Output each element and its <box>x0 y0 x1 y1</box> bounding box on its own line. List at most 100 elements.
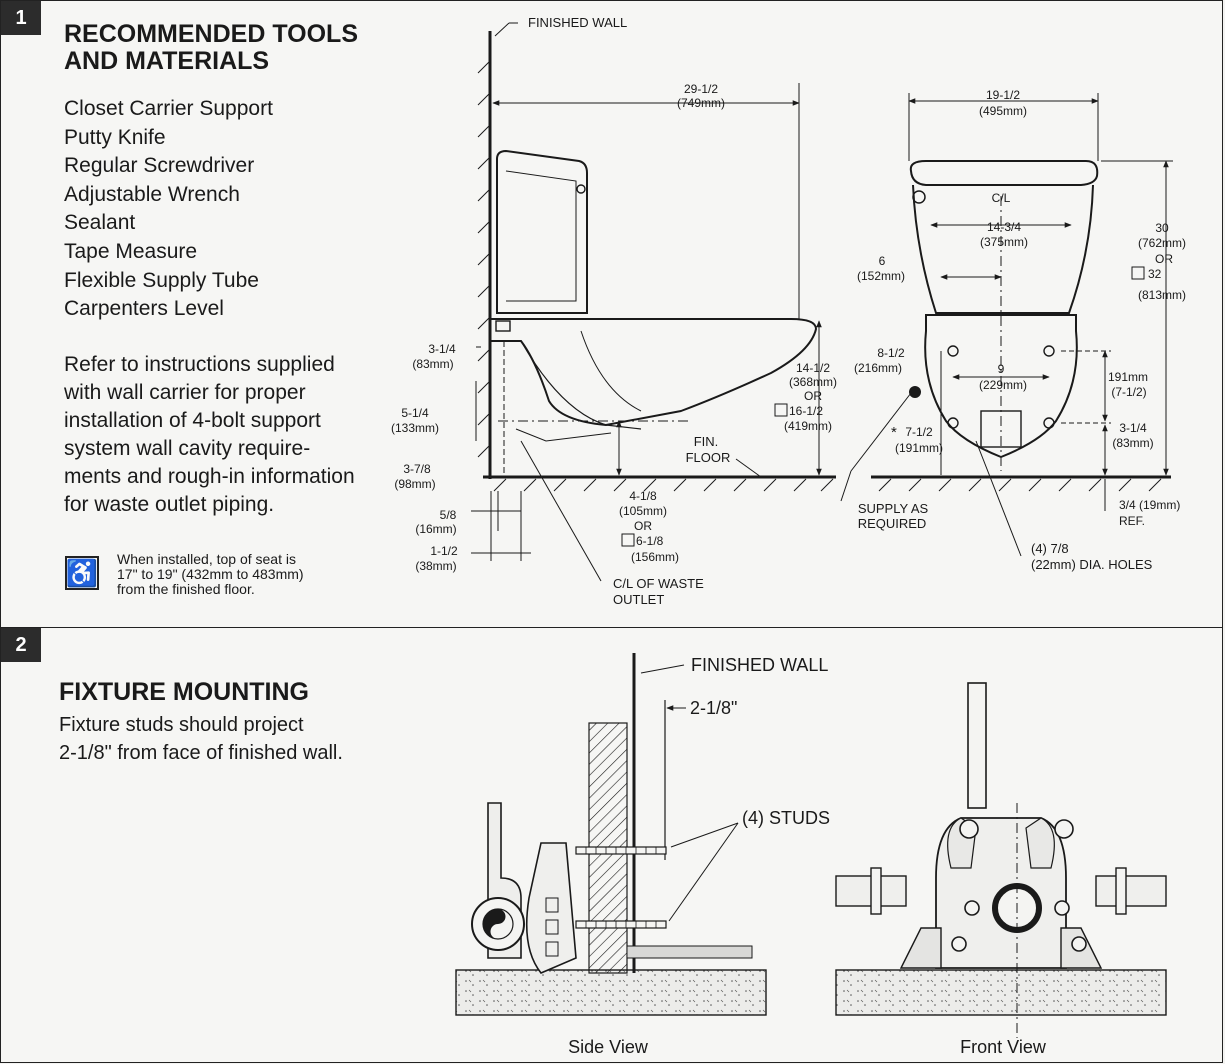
side-view-caption: Side View <box>568 1037 649 1057</box>
tool-item: Adjustable Wrench <box>64 182 240 206</box>
step-1-title-line1: RECOMMENDED TOOLS <box>64 20 358 48</box>
dim-e: 1-1/2 <box>430 544 458 558</box>
dim-seven-mm: (191mm) <box>895 441 943 455</box>
note-asterisk: * <box>891 424 897 441</box>
tools-list: Closet Carrier Support Putty Knife Regul… <box>64 95 273 324</box>
dim-height-ada: 32 <box>1148 267 1162 281</box>
dim-height-or: OR <box>1155 252 1173 266</box>
dim-holes-mm: (375mm) <box>980 235 1028 249</box>
wheelchair-icon <box>621 533 635 547</box>
dim-w-ada: 6-1/8 <box>636 534 664 548</box>
dim-191-in: (7-1/2) <box>1111 385 1146 399</box>
ref-label: REF. <box>1119 514 1145 528</box>
step-number-2: 2 <box>1 628 41 662</box>
fin-floor-label-1: FIN. <box>694 434 719 449</box>
dim-nine: 9 <box>998 362 1005 376</box>
dim-a: 3-1/4 <box>428 342 456 356</box>
front-view-caption: Front View <box>960 1037 1047 1057</box>
dim-ref: 3/4 (19mm) <box>1119 498 1180 512</box>
floor-slab-front <box>835 969 1167 1016</box>
stud-lower <box>575 920 667 929</box>
wheelchair-icon <box>1131 266 1145 280</box>
dim-height-ada-mm: (813mm) <box>1138 288 1186 302</box>
dim-h-ada: 16-1/2 <box>789 404 823 418</box>
wheelchair-icon <box>774 403 788 417</box>
ada-note-line: 17" to 19" (432mm to 483mm) <box>117 566 304 582</box>
step-number-1: 1 <box>1 1 41 35</box>
ada-note-line: When installed, top of seat is <box>117 551 296 567</box>
step-1-title-line2: AND MATERIALS <box>64 47 270 75</box>
tank-lid-front <box>909 160 1099 186</box>
step-1-title: RECOMMENDED TOOLS AND MATERIALS <box>64 21 358 75</box>
step-2-title: FIXTURE MOUNTING <box>59 678 309 706</box>
dim-c-mm: (98mm) <box>394 477 435 491</box>
dim-w: 4-1/8 <box>629 489 657 503</box>
finished-wall-label-2: FINISHED WALL <box>691 655 828 675</box>
dim-e-mm: (38mm) <box>415 559 456 573</box>
supply-label-1: SUPPLY AS <box>858 501 929 516</box>
dim-eight-mm: (216mm) <box>854 361 902 375</box>
tool-item: Flexible Supply Tube <box>64 268 259 292</box>
fixture-mounting-drawings: FINISHED WALL 2-1/8" (4) STUDS Side View… <box>455 653 1167 1057</box>
dim-nine-mm: (229mm) <box>979 378 1027 392</box>
floor-slab-side <box>455 969 767 1016</box>
dim-w-mm: (105mm) <box>619 504 667 518</box>
step-1-panel: 1 RECOMMENDED TOOLS AND MATERIALS Closet… <box>0 0 1223 628</box>
waste-outlet-label-1: C/L OF WASTE <box>613 576 704 591</box>
refer-line: for waste outlet piping. <box>64 493 275 516</box>
tool-item: Closet Carrier Support <box>64 97 273 120</box>
step-2-description: Fixture studs should project 2-1/8" from… <box>59 711 343 767</box>
holes-label-1: (4) 7/8 <box>1031 541 1069 556</box>
dim-six: 6 <box>879 254 886 268</box>
side-view-drawing <box>455 653 767 1016</box>
tank-front <box>912 184 1094 314</box>
wall-hatch <box>477 60 491 458</box>
dim-three-mm: (83mm) <box>1112 436 1153 450</box>
centerline-label: C/L <box>992 191 1011 205</box>
dim-b-mm: (133mm) <box>391 421 439 435</box>
dim-191: 191mm <box>1108 370 1148 384</box>
floor-hatch-side <box>493 478 834 492</box>
dim-height: 30 <box>1155 221 1169 235</box>
refer-line: installation of 4-bolt support <box>64 409 321 432</box>
desc-line: Fixture studs should project <box>59 714 304 736</box>
dim-d: 5/8 <box>440 508 457 522</box>
bowl-side <box>491 318 818 427</box>
dim-three: 3-1/4 <box>1119 421 1147 435</box>
tool-item: Tape Measure <box>64 239 198 263</box>
holes-label-2: (22mm) DIA. HOLES <box>1031 557 1153 572</box>
dim-depth-mm: (749mm) <box>677 96 725 110</box>
refer-line: Refer to instructions supplied <box>64 353 335 376</box>
dim-height-mm: (762mm) <box>1138 236 1186 250</box>
refer-line: ments and rough-in information <box>64 465 355 488</box>
ada-note-line: from the finished floor. <box>117 581 255 597</box>
tool-item: Carpenters Level <box>64 297 224 321</box>
waste-outlet-label-2: OUTLET <box>613 592 664 607</box>
dim-depth: 29-1/2 <box>684 82 718 96</box>
dim-a-mm: (83mm) <box>412 357 453 371</box>
dim-width-mm: (495mm) <box>979 104 1027 118</box>
supply-label-2: REQUIRED <box>858 516 927 531</box>
dim-w-ada-mm: (156mm) <box>631 550 679 564</box>
dim-holes: 14-3/4 <box>987 220 1021 234</box>
dim-seven: 7-1/2 <box>905 425 933 439</box>
wheelchair-icon: ♿ <box>65 556 99 590</box>
dim-w-or: OR <box>634 519 652 533</box>
finished-wall-label: FINISHED WALL <box>528 15 627 30</box>
tank-side <box>496 149 588 314</box>
tool-item: Sealant <box>64 211 136 235</box>
fin-floor-label-2: FLOOR <box>686 450 731 465</box>
studs-label: (4) STUDS <box>742 808 830 828</box>
tool-item: Regular Screwdriver <box>64 154 255 178</box>
rough-in-drawings: FINISHED WALL 29-1/2 (749mm) 3-1/4 (83mm… <box>391 15 1186 607</box>
dim-h-mm: (368mm) <box>789 375 837 389</box>
ada-seat-height-note: When installed, top of seat is 17" to 19… <box>117 552 377 597</box>
front-view-drawing <box>835 682 1167 1038</box>
dim-eight: 8-1/2 <box>877 346 905 360</box>
dim-h-ada-mm: (419mm) <box>784 419 832 433</box>
dim-d-mm: (16mm) <box>415 522 456 536</box>
refer-line: with wall carrier for proper <box>64 381 306 404</box>
dim-c: 3-7/8 <box>403 462 431 476</box>
dim-width: 19-1/2 <box>986 88 1020 102</box>
stud-upper <box>575 846 667 855</box>
